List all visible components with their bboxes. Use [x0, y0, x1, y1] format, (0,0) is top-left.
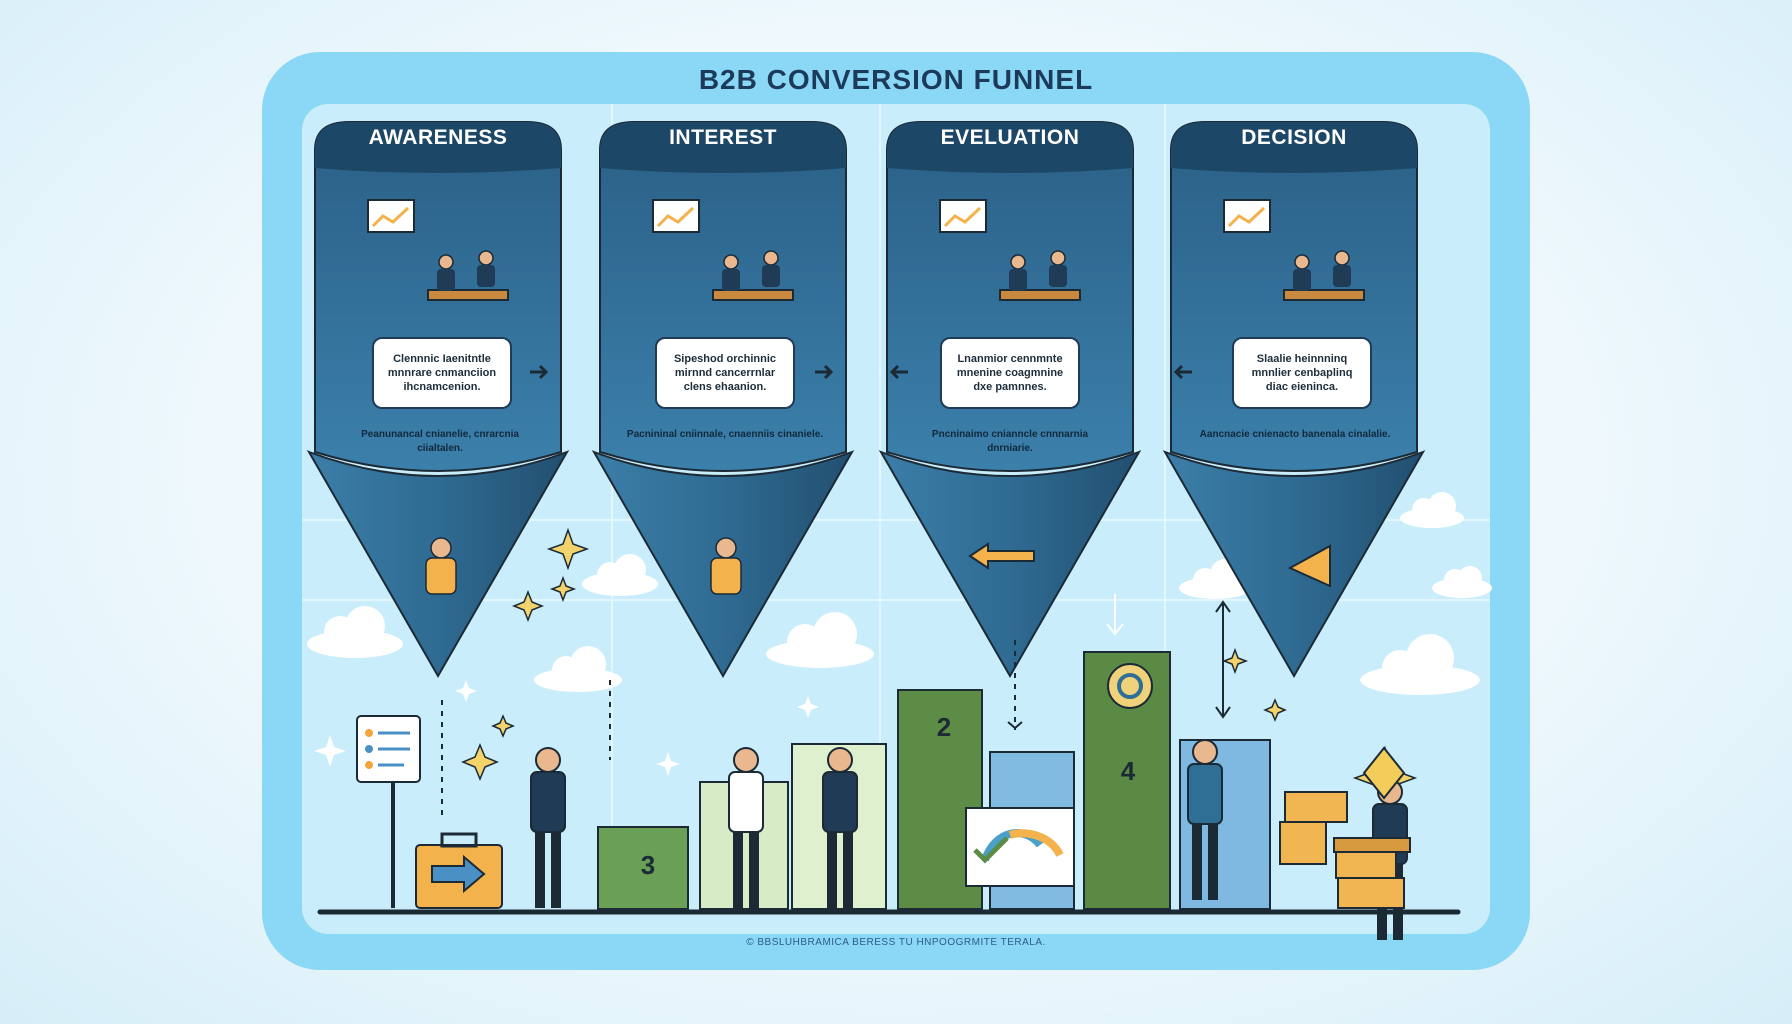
- arrow-down-icon: [1106, 594, 1124, 636]
- arrow-left-icon: [968, 542, 1035, 570]
- person-icon: [425, 557, 457, 595]
- person-icon: [763, 250, 779, 266]
- person-icon: [1010, 254, 1026, 270]
- stage-title-awareness: AWARENESS: [368, 126, 508, 149]
- badge-icon: [1107, 663, 1153, 709]
- bar-label: 2: [936, 712, 952, 742]
- person-icon: [1334, 250, 1350, 266]
- arrow-right-icon: [530, 364, 549, 380]
- person-icon: [1049, 265, 1067, 287]
- person-icon: [437, 269, 455, 291]
- stage-caption: Aancnacie cnienacto banenala cinalalie.: [1199, 429, 1391, 440]
- person-icon: [723, 254, 739, 270]
- person-icon: [715, 537, 737, 559]
- funnel-header: [600, 122, 846, 173]
- sparkle-icon: [1362, 746, 1406, 800]
- monitor-icon: [367, 199, 415, 233]
- cloud-icon: [307, 492, 1492, 695]
- person-icon: [438, 254, 454, 270]
- person-icon: [710, 557, 742, 595]
- arrow-left-icon: [1173, 364, 1192, 380]
- stage-caption: Peanunancal cnianelie, cnrarcnia ciialta…: [361, 429, 519, 454]
- chart-icon: [943, 206, 982, 228]
- bar-label: 4: [1120, 756, 1136, 786]
- stage-description-box: Sipeshod orchinnic mirnnd cancerrnlar cl…: [655, 337, 795, 409]
- arrow-right-icon: [815, 364, 834, 380]
- funnel-cone: [1162, 450, 1426, 679]
- footnote: © BBSLUHBRAMICA BERESS TU HNPOOGRMITE TE…: [746, 937, 1046, 948]
- monitor-icon: [652, 199, 700, 233]
- funnel-header: [887, 122, 1133, 173]
- person-icon: [478, 250, 494, 266]
- chart-icon: [656, 206, 695, 228]
- megaphone-icon: [1287, 544, 1331, 588]
- briefcase-icon: [415, 832, 503, 909]
- stage-caption: Pacnininal cniinnale, cnaenniis cinaniel…: [626, 429, 824, 440]
- stage-caption: Pncninaimo cnianncle cnnnarnia dnrniarie…: [931, 429, 1089, 454]
- person-icon: [1187, 739, 1223, 900]
- person-icon: [728, 747, 764, 908]
- stage-title-evaluation: EVELUATION: [940, 126, 1080, 149]
- chart-icon: [1227, 206, 1266, 228]
- monitor-icon: [1223, 199, 1271, 233]
- person-icon: [477, 265, 495, 287]
- desk-icon: [712, 289, 794, 301]
- stage-title-interest: INTEREST: [669, 126, 777, 149]
- stage-title-decision: DECISION: [1241, 126, 1347, 149]
- person-icon: [430, 537, 452, 559]
- person-icon: [1294, 254, 1310, 270]
- desk-icon: [1283, 289, 1365, 301]
- stage-description-box: Clennnic Iaenitntle mnnrare cnmanciion i…: [372, 337, 512, 409]
- arrow-down-icon: [1007, 721, 1023, 729]
- person-icon: [1009, 269, 1027, 291]
- signpost-icon: [356, 715, 421, 908]
- arrow-updown-icon: [1215, 600, 1231, 719]
- bar-label: 3: [640, 850, 656, 880]
- funnel-cone: [878, 450, 1142, 679]
- guide-lines: [441, 640, 1016, 815]
- bar: [597, 826, 689, 910]
- stage-description-box: Lnanmior cennmnte mnenine coagmnine dxe …: [940, 337, 1080, 409]
- monitor-icon: [939, 199, 987, 233]
- person-icon: [1333, 265, 1351, 287]
- person-icon: [1050, 250, 1066, 266]
- people-group: [530, 739, 1408, 940]
- desk-icon: [427, 289, 509, 301]
- funnel-header: [315, 122, 561, 173]
- sparkle-icon: [314, 680, 819, 776]
- person-icon: [530, 747, 566, 908]
- person-icon: [1293, 269, 1311, 291]
- stage-description-box: Slaalie heinnninq mnnlier cenbaplinq dia…: [1232, 337, 1372, 409]
- boxes-icon: [1279, 791, 1411, 909]
- person-icon: [822, 747, 858, 908]
- funnel-header: [1171, 122, 1417, 173]
- person-icon: [722, 269, 740, 291]
- chart-card-icon: [965, 807, 1075, 887]
- arrow-left-icon: [889, 364, 908, 380]
- chart-icon: [371, 206, 410, 228]
- page-title: B2B CONVERSION FUNNEL: [698, 64, 1094, 95]
- person-icon: [762, 265, 780, 287]
- desk-icon: [999, 289, 1081, 301]
